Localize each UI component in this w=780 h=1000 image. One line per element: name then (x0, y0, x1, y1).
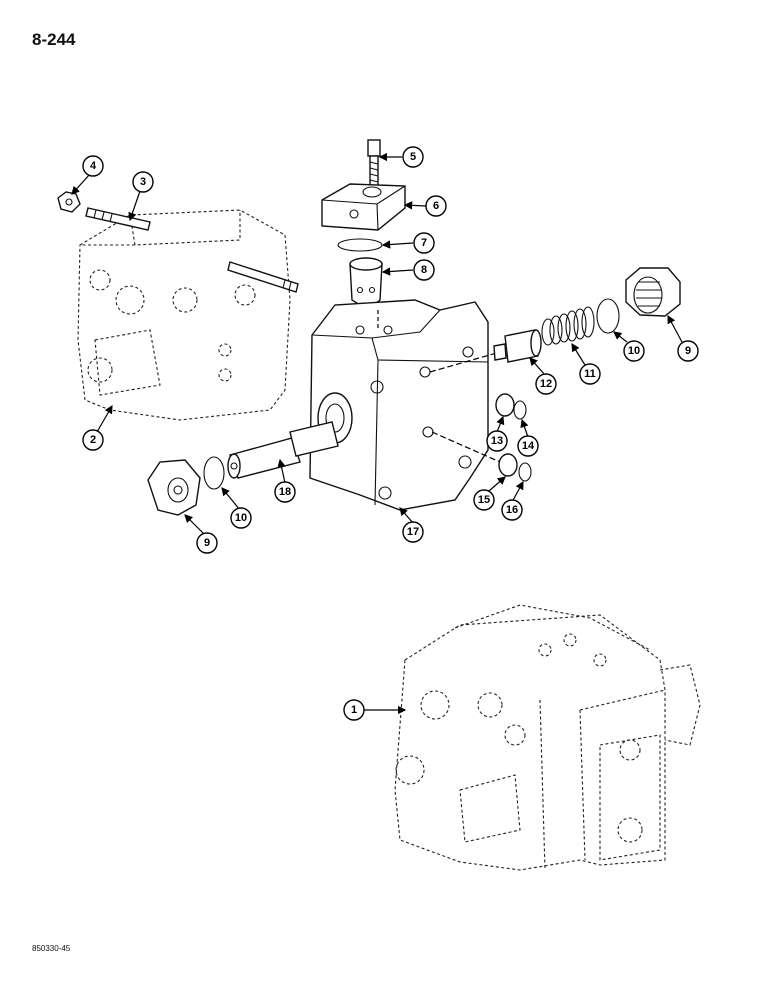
callout-7: 7 (413, 232, 435, 254)
callout-9-right: 9 (677, 340, 699, 362)
callout-15: 15 (473, 489, 495, 511)
part-6-block (321, 183, 406, 231)
svg-text:14: 14 (522, 440, 535, 452)
svg-text:9: 9 (204, 537, 210, 549)
svg-text:2: 2 (90, 434, 96, 446)
svg-text:17: 17 (407, 526, 419, 538)
callout-1: 1 (343, 699, 365, 721)
svg-text:16: 16 (506, 504, 518, 516)
svg-text:8: 8 (421, 264, 427, 276)
part-16-o-ring (518, 462, 532, 482)
svg-text:6: 6 (433, 200, 439, 212)
callout-18: 18 (274, 481, 296, 503)
svg-text:10: 10 (628, 345, 640, 357)
callout-10-right: 10 (623, 340, 645, 362)
svg-text:13: 13 (491, 435, 503, 447)
part-13-backup-ring (495, 393, 515, 417)
svg-text:18: 18 (279, 486, 291, 498)
svg-text:15: 15 (478, 494, 490, 506)
part-12-poppet (493, 329, 542, 363)
svg-text:7: 7 (421, 237, 427, 249)
callout-10-left: 10 (230, 507, 252, 529)
callout-3: 3 (132, 171, 154, 193)
part-4-nut (57, 191, 81, 213)
part-5-cap-screw (367, 139, 381, 187)
part-2-housing (77, 209, 291, 421)
callout-4: 4 (82, 155, 104, 177)
callout-6: 6 (425, 195, 447, 217)
part-3-stud (85, 207, 299, 293)
svg-text:5: 5 (410, 151, 416, 163)
part-15-backup-ring (498, 453, 518, 477)
callout-9-left: 9 (196, 532, 218, 554)
part-7-o-ring (337, 238, 383, 252)
part-10-o-ring-right (596, 298, 620, 334)
callout-2: 2 (82, 429, 104, 451)
callout-11: 11 (579, 363, 601, 385)
part-11-spring (541, 306, 595, 346)
svg-text:9: 9 (685, 345, 691, 357)
part-1-assembly-reference (394, 604, 701, 871)
page-number: 8-244 (32, 30, 76, 49)
document-code: 850330-45 (32, 944, 71, 953)
svg-text:11: 11 (584, 368, 596, 380)
callout-13: 13 (486, 430, 508, 452)
callout-8: 8 (413, 259, 435, 281)
svg-text:1: 1 (351, 704, 357, 716)
part-18-spool (227, 421, 339, 479)
callout-16: 16 (501, 499, 523, 521)
svg-text:4: 4 (90, 160, 97, 172)
part-9-plug-left (147, 459, 201, 516)
part-10-o-ring-left (203, 456, 225, 490)
part-17-valve-body (309, 299, 501, 511)
svg-text:3: 3 (140, 176, 146, 188)
part-14-o-ring (513, 400, 527, 420)
svg-text:12: 12 (540, 378, 552, 390)
part-9-plug-right (625, 267, 681, 317)
svg-text:10: 10 (235, 512, 247, 524)
callout-17: 17 (402, 521, 424, 543)
part-8-sleeve (349, 257, 383, 311)
leader-lines (71, 152, 683, 715)
callout-12: 12 (535, 373, 557, 395)
callout-14: 14 (517, 435, 539, 457)
callout-5: 5 (402, 146, 424, 168)
